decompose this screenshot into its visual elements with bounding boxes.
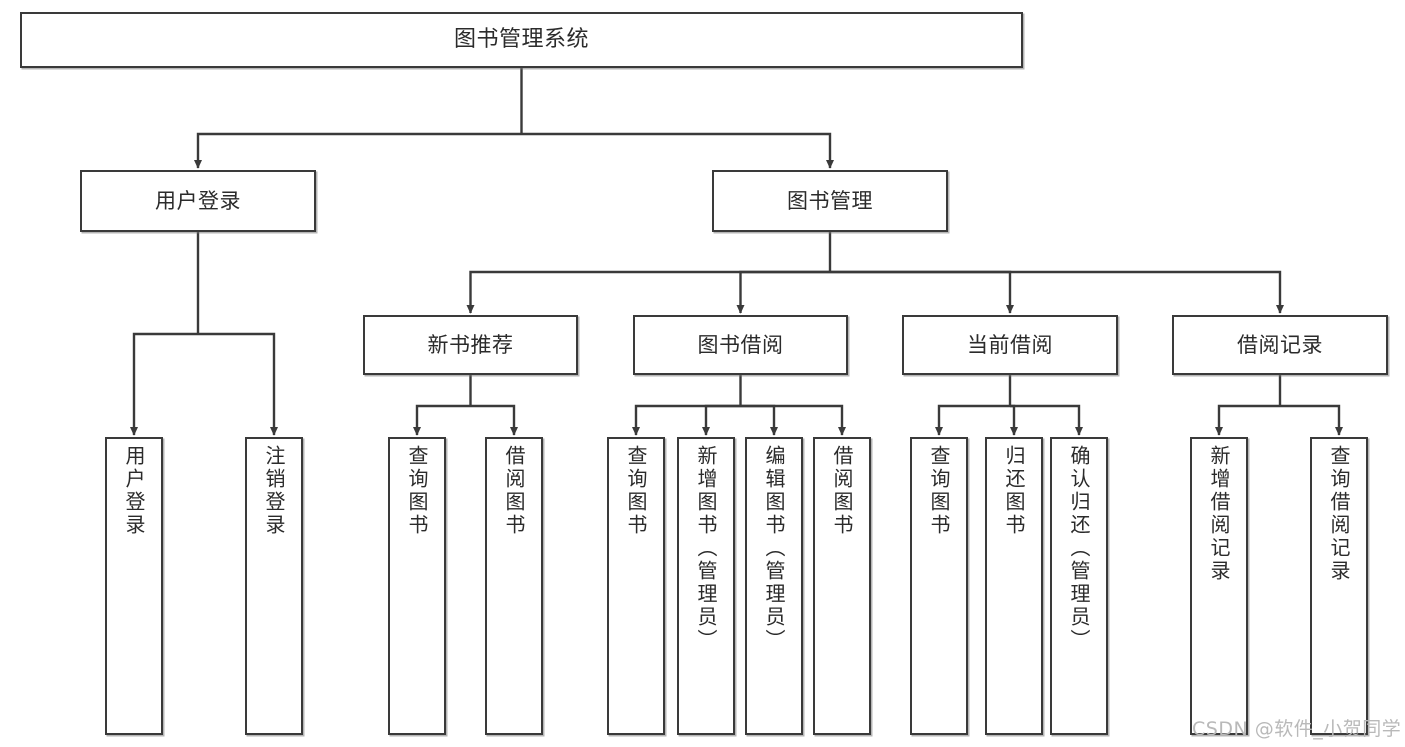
edge-current-borrow-to-leaf-confirm-return [1010, 404, 1084, 436]
edge-book-manage-to-borrow-record [830, 270, 1285, 314]
node-leaf-user-login[interactable]: 用户登录 [105, 437, 163, 735]
watermark-text: CSDN @软件_小贺同学 [1192, 718, 1402, 740]
edge-book-borrow-to-leaf-add-book [701, 404, 741, 436]
node-label: 查询图书 [624, 445, 648, 537]
node-book-manage[interactable]: 图书管理 [712, 170, 948, 232]
node-leaf-logout[interactable]: 注销登录 [245, 437, 303, 735]
node-borrow-record[interactable]: 借阅记录 [1172, 315, 1388, 375]
node-leaf-add-record[interactable]: 新增借阅记录 [1190, 437, 1248, 735]
edge-new-book-rec-to-leaf-query-book-1 [412, 404, 471, 436]
node-leaf-borrow-book-1[interactable]: 借阅图书 [485, 437, 543, 735]
edge-book-manage-to-book-borrow [736, 270, 830, 314]
edge-book-borrow-to-leaf-borrow-book-2 [740, 404, 847, 436]
node-leaf-add-book[interactable]: 新增图书（管理员） [677, 437, 735, 735]
edge-current-borrow-to-leaf-query-book-3 [934, 404, 1010, 436]
edge-book-manage-to-current-borrow [830, 270, 1015, 314]
node-leaf-edit-book[interactable]: 编辑图书（管理员） [745, 437, 803, 735]
node-label: 图书管理系统 [453, 27, 589, 53]
node-label: 查询借阅记录 [1327, 445, 1351, 583]
node-leaf-query-book-1[interactable]: 查询图书 [388, 437, 446, 735]
node-leaf-query-book-2[interactable]: 查询图书 [607, 437, 665, 735]
node-user-login[interactable]: 用户登录 [80, 170, 316, 232]
edge-root-to-book-manage [521, 132, 835, 169]
node-label: 编辑图书（管理员） [762, 445, 786, 652]
node-book-borrow[interactable]: 图书借阅 [633, 315, 848, 375]
edge-book-borrow-to-leaf-query-book-2 [631, 404, 741, 436]
node-leaf-query-book-3[interactable]: 查询图书 [910, 437, 968, 735]
node-leaf-query-record[interactable]: 查询借阅记录 [1310, 437, 1368, 735]
edge-borrow-record-to-leaf-add-record [1214, 404, 1280, 436]
node-label: 借阅记录 [1237, 332, 1323, 357]
node-label: 归还图书 [1002, 445, 1026, 537]
node-label: 借阅图书 [830, 445, 854, 537]
node-current-borrow[interactable]: 当前借阅 [902, 315, 1118, 375]
edge-borrow-record-to-leaf-query-record [1280, 404, 1344, 436]
edge-new-book-rec-to-leaf-borrow-book-1 [470, 404, 519, 436]
node-label: 新增图书（管理员） [694, 445, 718, 652]
node-label: 图书借阅 [697, 332, 784, 357]
edge-group [129, 68, 1344, 436]
edge-book-borrow-to-leaf-edit-book [740, 404, 779, 436]
node-leaf-borrow-book-2[interactable]: 借阅图书 [813, 437, 871, 735]
node-label: 注销登录 [262, 445, 286, 537]
node-label: 当前借阅 [967, 332, 1053, 357]
node-label: 图书管理 [787, 188, 873, 213]
node-label: 用户登录 [155, 188, 241, 213]
edge-book-manage-to-new-book-rec [466, 270, 830, 314]
edge-user-login-to-leaf-user-login [129, 332, 198, 436]
node-leaf-return-book[interactable]: 归还图书 [985, 437, 1043, 735]
node-root[interactable]: 图书管理系统 [20, 12, 1023, 68]
edge-current-borrow-to-leaf-return-book [1009, 404, 1019, 436]
node-new-book-rec[interactable]: 新书推荐 [363, 315, 578, 375]
node-label: 查询图书 [405, 445, 429, 537]
node-label: 用户登录 [122, 445, 146, 537]
node-label: 查询图书 [927, 445, 951, 537]
node-label: 确认归还（管理员） [1067, 445, 1091, 652]
node-label: 新书推荐 [427, 332, 514, 357]
node-label: 新增借阅记录 [1207, 445, 1231, 583]
edge-user-login-to-leaf-logout [198, 332, 279, 436]
node-leaf-confirm-return[interactable]: 确认归还（管理员） [1050, 437, 1108, 735]
node-label: 借阅图书 [502, 445, 526, 537]
edge-root-to-user-login [193, 132, 522, 169]
